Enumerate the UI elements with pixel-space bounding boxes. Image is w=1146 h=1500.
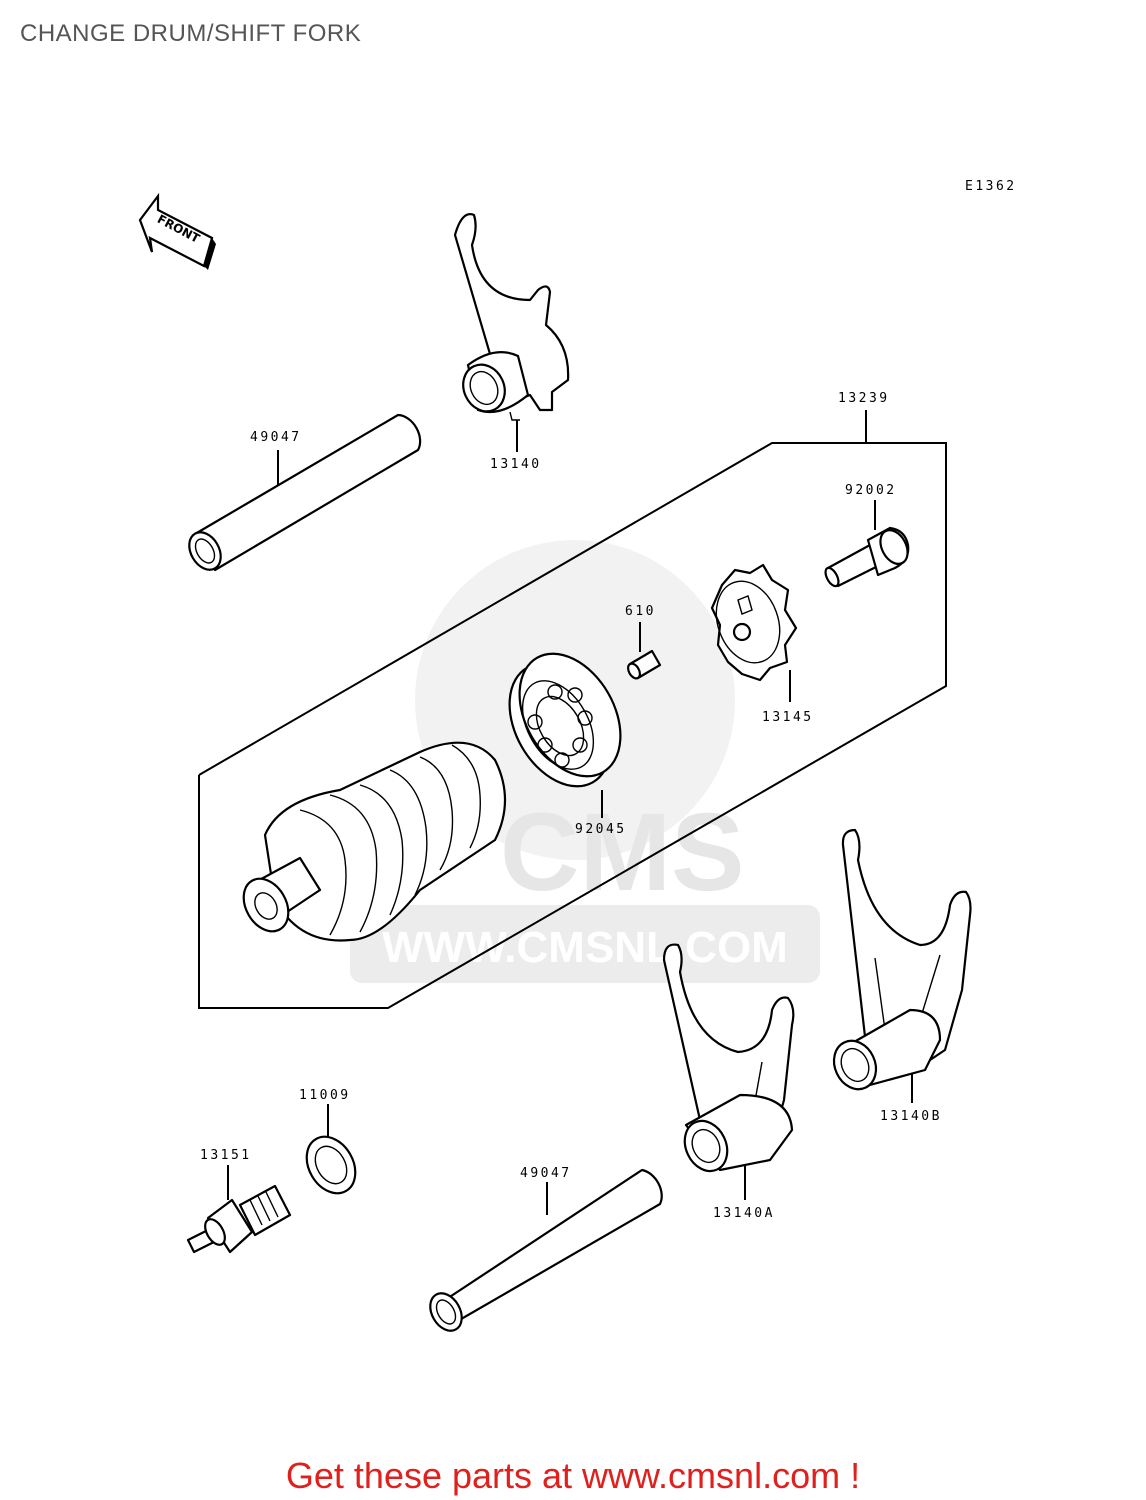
shift-fork-13140: [453, 213, 570, 421]
assembly-outline: [198, 442, 947, 1009]
diagram-code: E1362: [965, 179, 1017, 194]
cta-link[interactable]: Get these parts at www.cmsnl.com !: [285, 1455, 861, 1496]
washer-11009: [305, 1135, 357, 1195]
shift-drum: [242, 741, 507, 942]
callout-13151: 13151: [200, 1148, 252, 1163]
parts-diagram: CMS WWW.CMSNL.COM E1362 FRONT: [138, 179, 1017, 1332]
shift-drum-cam-13145: [710, 563, 798, 682]
bearing-92045: [508, 652, 622, 788]
watermark-url: WWW.CMSNL.COM: [382, 923, 788, 972]
callout-92045: 92045: [575, 822, 627, 837]
watermark-brand: CMS: [500, 791, 744, 914]
callout-11009: 11009: [299, 1088, 351, 1103]
shift-fork-shaft-upper: [188, 413, 422, 572]
callout-49047-upper: 49047: [250, 430, 302, 445]
page-title: CHANGE DRUM/SHIFT FORK: [20, 20, 362, 47]
pin-610: [627, 649, 662, 680]
leader-lines: [227, 410, 913, 1215]
callout-13140A: 13140A: [713, 1206, 775, 1221]
shift-fork-13140A: [662, 943, 795, 1173]
shift-fork-shaft-lower: [429, 1168, 663, 1332]
callout-610: 610: [625, 604, 656, 619]
callout-13145: 13145: [762, 710, 814, 725]
front-arrow-icon: FRONT: [138, 192, 216, 270]
callout-13140B: 13140B: [880, 1109, 942, 1124]
bolt-92002: [824, 526, 910, 588]
callout-13140: 13140: [490, 457, 542, 472]
callout-92002: 92002: [845, 483, 897, 498]
neutral-switch-13151: [186, 1184, 292, 1254]
shift-fork-13140B: [832, 828, 972, 1091]
callout-13239: 13239: [838, 391, 890, 406]
callout-labels: 49047 13140 13239 92002 610 13145 92045 …: [200, 391, 942, 1221]
callout-49047-lower: 49047: [520, 1166, 572, 1181]
